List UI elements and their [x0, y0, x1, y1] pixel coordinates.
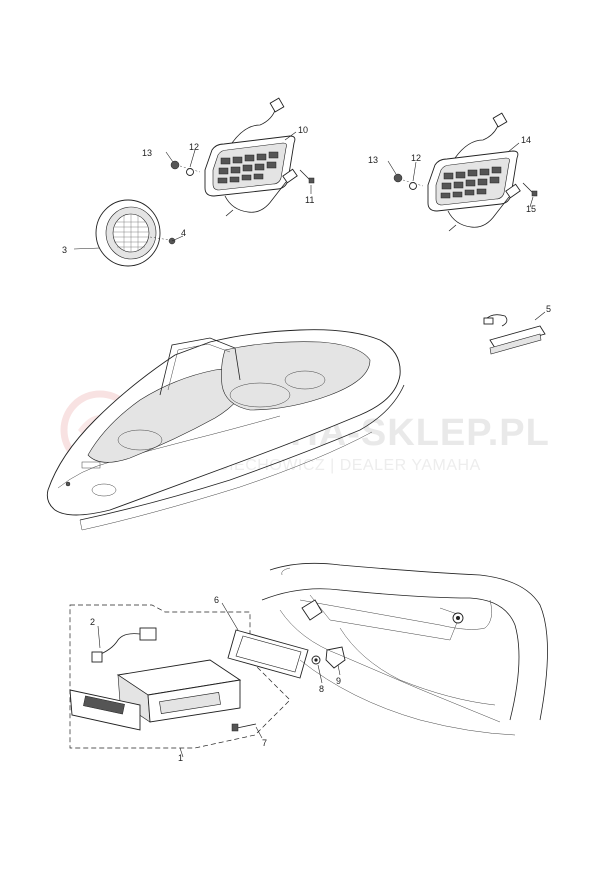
boat-illustration: [46, 329, 405, 531]
nut-part-8: [311, 655, 321, 665]
callout-1: 1: [178, 753, 183, 763]
callout-13-left: 13: [142, 148, 152, 158]
switch-panel-left-part: [170, 97, 315, 217]
screw-part-7: [231, 723, 257, 732]
leader-lines: [73, 131, 546, 758]
clip-part-9: [325, 646, 346, 669]
callout-12: 12: [189, 142, 199, 152]
speaker-part: [95, 199, 161, 267]
watermark-dealer: WOJCIECHOWICZ | DEALER YAMAHA: [180, 457, 481, 474]
callout-3: 3: [62, 245, 67, 255]
dash-console-illustration: [261, 562, 548, 736]
callout-6: 6: [214, 595, 219, 605]
switch-panel-right-part: [393, 112, 538, 232]
callout-14: 14: [521, 135, 531, 145]
callout-5: 5: [546, 304, 551, 314]
callout-4: 4: [181, 228, 186, 238]
trim-frame-part: [227, 629, 309, 679]
callout-8: 8: [319, 684, 324, 694]
callout-2: 2: [90, 617, 95, 627]
callout-labels: 1 2 3 4 5 6 7 8 9 10 11 12 13 13 12 14 1…: [62, 125, 551, 763]
callout-10: 10: [298, 125, 308, 135]
callout-12-right: 12: [411, 153, 421, 163]
callout-7: 7: [262, 738, 267, 748]
callout-11: 11: [305, 195, 314, 205]
light-module-part: [483, 314, 546, 355]
callout-13-right: 13: [368, 155, 378, 165]
callout-15: 15: [526, 204, 536, 214]
radio-kit-part: [69, 604, 291, 749]
callout-9: 9: [336, 676, 341, 686]
